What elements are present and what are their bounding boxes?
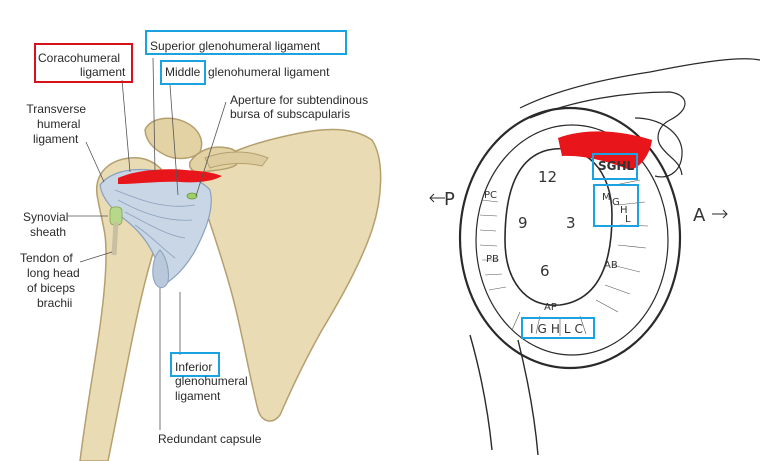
label-mghl-l: L [625,214,631,225]
glenoid-face [504,147,613,306]
highlight-superior-ghl [145,30,347,55]
label-redundant-capsule: Redundant capsule [158,432,262,446]
label-middle-rest: glenohumeral ligament [208,65,330,79]
label-ighlc: IGHLC [530,322,587,336]
label-synovial-line1: Synovial [23,210,69,224]
label-ab: AB [604,260,618,271]
highlight-inferior [170,352,220,377]
label-transverse-line1: Transverse [26,102,86,116]
coracoid-right [634,117,683,178]
left-anatomy-drawing [68,57,382,461]
highlight-mghl [593,184,639,227]
acromion-right [519,58,761,176]
label-tendon-line3: of biceps [27,281,76,295]
label-coracohumeral-line1: Coracohumeral [38,51,121,65]
coracohumeral-ligament-red [118,169,222,184]
label-aperture-line1: Aperture for subtendinous [230,93,369,107]
label-coracohumeral-line2: ligament [80,65,126,79]
label-inferior: Inferior [175,360,213,374]
label-tendon-line1: Tendon of [20,251,73,265]
highlight-middle [160,60,206,85]
highlight-sghl [592,153,638,180]
label-transverse-line3: ligament [33,132,79,146]
outer-rim [458,106,682,370]
label-pb: PB [486,254,499,265]
label-superior-ghl: Superior glenohumeral ligament [150,39,321,53]
label-middle: Middle [165,65,201,79]
arrow-posterior [429,193,445,203]
label-transverse-line2: humeral [37,117,81,131]
label-mghl-m: M [602,192,611,203]
aperture-green [186,192,198,200]
label-inferior-line2: glenohumeral [175,374,248,388]
label-pc: PC [484,190,497,201]
humerus-shaft-right [469,334,539,456]
capsule-fibres [114,189,196,259]
redundant-capsule-pouch [152,249,169,289]
label-anterior: A [693,205,706,226]
highlight-ighlc [521,317,595,339]
biceps-tendon [111,221,119,256]
arrow-anterior [712,209,728,219]
clavicle [204,151,269,169]
capsule-hatching [479,179,649,336]
scapula [194,128,382,422]
superior-ligament-red [558,131,652,170]
labrum-rim [475,124,669,356]
acromion [144,117,203,160]
clock-12: 12 [538,168,557,186]
label-sghl: SGHL [598,159,635,173]
leader-lines-left [68,57,227,430]
clock-9: 9 [518,214,528,232]
label-mghl-g: G [612,197,620,208]
right-glenoid-drawing [429,58,761,456]
label-tendon-line2: long head [27,266,80,280]
highlight-coracohumeral [34,43,133,83]
clock-3: 3 [566,214,576,232]
label-mghl-h: H [620,205,628,216]
label-ap: AP [544,302,557,313]
label-posterior: P [444,189,455,210]
label-tendon-line4: brachii [37,296,73,310]
clock-6: 6 [540,262,550,280]
label-aperture-line2: bursa of subscapularis [230,107,351,121]
label-inferior-line3: ligament [175,389,221,403]
label-synovial-line2: sheath [30,225,67,239]
